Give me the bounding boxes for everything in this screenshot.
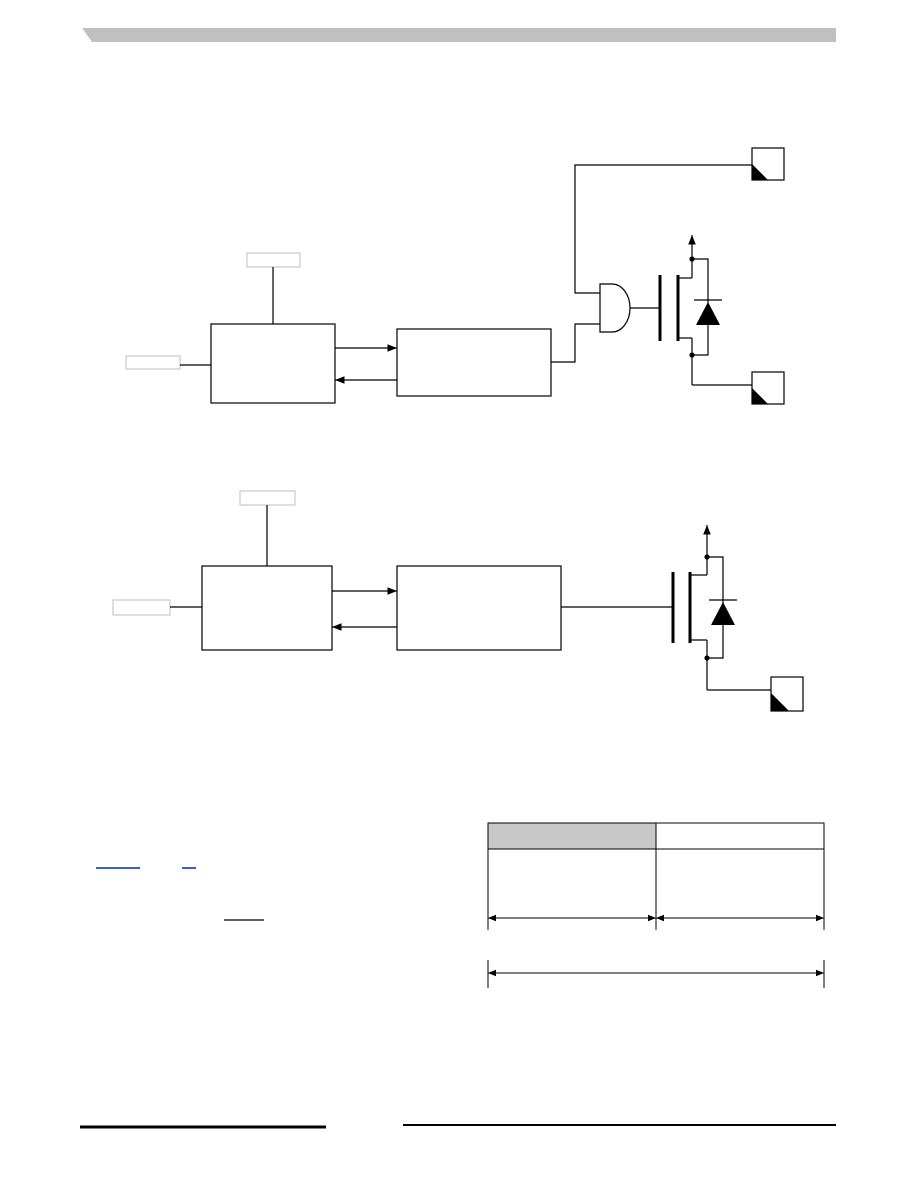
diagram-bottom xyxy=(112,490,771,691)
bottom-left-label-box xyxy=(112,599,171,616)
top-left-block xyxy=(210,323,336,404)
pin-top-2 xyxy=(751,371,785,405)
top-right-block xyxy=(396,328,552,397)
link-underline-2[interactable] xyxy=(182,867,196,869)
timing-table xyxy=(487,822,825,988)
left-label-box xyxy=(125,355,181,370)
pin-top-1 xyxy=(751,147,785,181)
table-header-right xyxy=(655,822,825,850)
bottom-right-block xyxy=(396,565,562,651)
pin-bottom xyxy=(770,676,804,712)
and-gate xyxy=(599,283,631,333)
diode-top xyxy=(696,302,720,325)
table-header-left xyxy=(487,822,657,850)
link-underline-1[interactable] xyxy=(96,867,140,869)
bottom-top-label-box xyxy=(239,490,296,506)
top-label-box xyxy=(246,252,301,268)
diode-bottom xyxy=(711,602,735,625)
bottom-left-block xyxy=(201,565,333,651)
diagram-top xyxy=(125,164,752,404)
header-bar xyxy=(82,28,836,42)
